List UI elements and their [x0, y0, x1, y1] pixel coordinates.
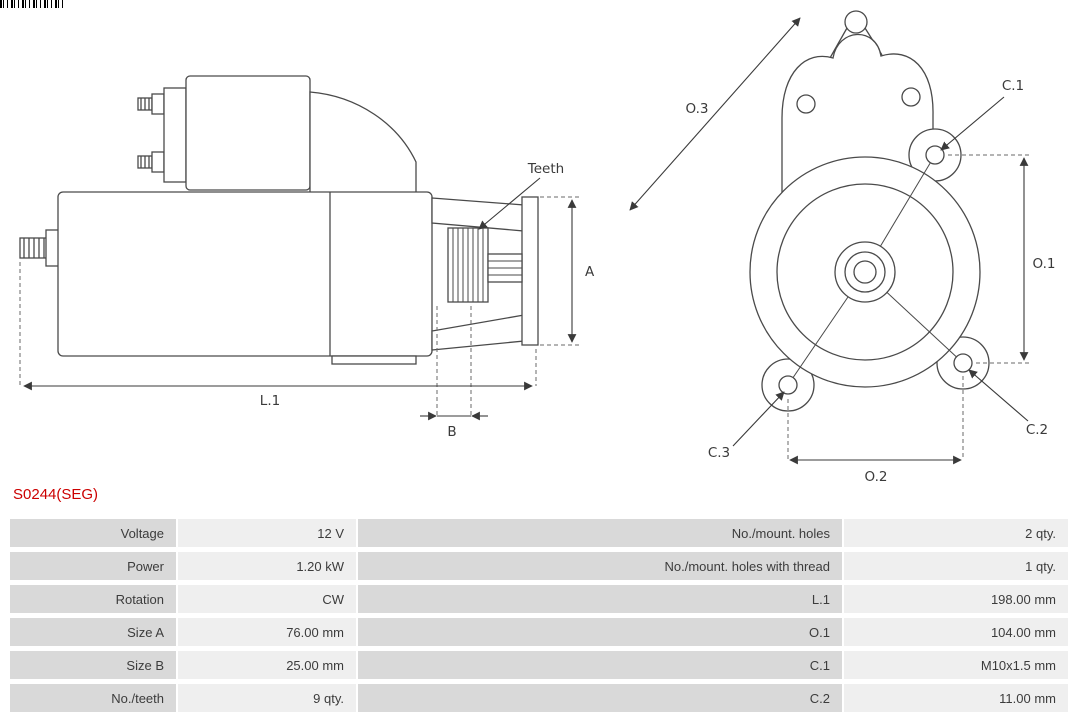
label-c1: C.1: [1002, 78, 1024, 94]
spec-value: CW: [178, 585, 356, 613]
spec-value: 12 V: [178, 519, 356, 547]
label-c3: C.3: [708, 445, 730, 461]
leader-c2: [968, 369, 1029, 422]
mount-hole-c3: [778, 375, 798, 395]
spec-value: 198.00 mm: [844, 585, 1068, 613]
spec-value: 9 qty.: [178, 684, 356, 712]
leader-c1: [940, 96, 1005, 151]
spec-label: No./teeth: [10, 684, 176, 712]
label-o3: O.3: [686, 101, 709, 117]
mount-hole-c1: [925, 145, 945, 165]
front-view: [749, 10, 990, 412]
dimension-lines: [23, 17, 1029, 465]
spec-value: 76.00 mm: [178, 618, 356, 646]
label-a: A: [585, 264, 595, 280]
dim-o3-line: [629, 17, 801, 211]
motor-body: [57, 191, 433, 357]
label-c2: C.2: [1026, 422, 1048, 438]
spec-label: Power: [10, 552, 176, 580]
label-o2: O.2: [865, 469, 888, 485]
spec-label: O.1: [358, 618, 842, 646]
spec-label: Rotation: [10, 585, 176, 613]
mount-hole-c2: [953, 353, 973, 373]
spec-value: 2 qty.: [844, 519, 1068, 547]
spec-label: C.1: [358, 651, 842, 679]
solenoid-end-cap: [163, 87, 187, 183]
extension-lines: [19, 154, 1030, 460]
mounting-face: [521, 196, 539, 346]
spec-label: Voltage: [10, 519, 176, 547]
label-b: B: [447, 424, 456, 440]
label-teeth: Teeth: [527, 161, 564, 177]
bracket: [309, 91, 417, 196]
leader-c3: [732, 391, 785, 447]
leader-teeth: [478, 177, 541, 230]
label-l1: L.1: [260, 393, 280, 409]
spec-value: 11.00 mm: [844, 684, 1068, 712]
spec-label: Size A: [10, 618, 176, 646]
drive-arm-bottom: [431, 314, 525, 351]
part-number: S0244(SEG): [13, 486, 99, 503]
lifting-eye: [844, 10, 868, 34]
solenoid-body: [185, 75, 311, 191]
spec-label: L.1: [358, 585, 842, 613]
spec-value: 25.00 mm: [178, 651, 356, 679]
spec-label: C.2: [358, 684, 842, 712]
spec-table: Voltage 12 V No./mount. holes 2 qty. Pow…: [10, 519, 1068, 712]
spec-value: M10x1.5 mm: [844, 651, 1068, 679]
spec-value: 1.20 kW: [178, 552, 356, 580]
technical-drawing: Teeth A L.1 B O.3 C.1 O.1 C.3 C.2 O.2: [19, 10, 1056, 485]
label-o1: O.1: [1033, 256, 1056, 272]
side-view: [19, 75, 539, 365]
spec-label: No./mount. holes with thread: [358, 552, 842, 580]
spec-label: Size B: [10, 651, 176, 679]
spec-label: No./mount. holes: [358, 519, 842, 547]
spec-value: 104.00 mm: [844, 618, 1068, 646]
barcode: [0, 0, 64, 8]
spec-value: 1 qty.: [844, 552, 1068, 580]
